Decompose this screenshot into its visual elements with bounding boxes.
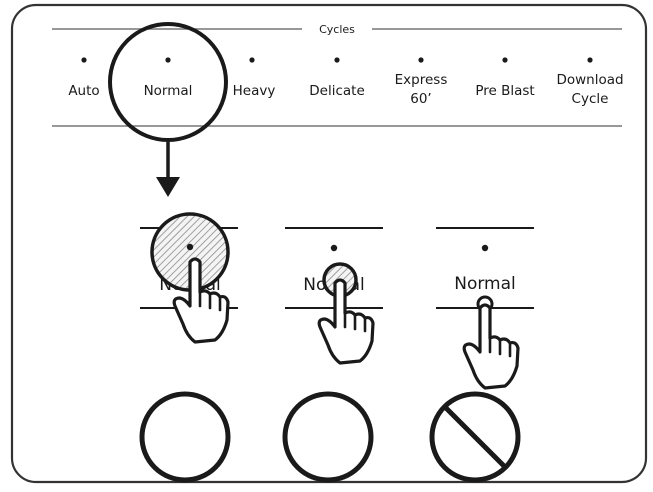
cycle-indicator-dot — [165, 57, 171, 63]
cycle-indicator-dot — [186, 243, 194, 251]
cycle-indicator-dot — [587, 57, 593, 63]
down-arrow-icon — [156, 142, 180, 197]
press-example-1: Normal — [140, 212, 238, 344]
cycle-label: Heavy — [233, 83, 276, 99]
panel-title: Cycles — [319, 23, 355, 36]
cycle-express: Express 60’ — [395, 57, 448, 107]
cycle-indicator-dot — [502, 57, 508, 63]
cycle-label: Auto — [68, 83, 99, 99]
cycle-label: Pre Blast — [475, 83, 534, 99]
cycle-label: Normal — [144, 83, 193, 99]
cycle-auto: Auto — [68, 57, 100, 99]
cycle-pre-blast: Pre Blast — [475, 57, 535, 99]
button-label: Normal — [454, 274, 516, 294]
press-example-3: Normal — [436, 227, 534, 390]
cycle-label-line2: Cycle — [572, 91, 609, 107]
cycle-label: Download — [556, 72, 623, 88]
circle-ok-icon — [282, 391, 374, 483]
cycle-delicate: Delicate — [309, 57, 365, 99]
cycle-label-line2: 60’ — [410, 91, 431, 107]
highlight-circle — [108, 22, 228, 142]
control-panel: Cycles Auto Normal Heavy Delicate Expres… — [52, 22, 624, 142]
cycle-heavy: Heavy — [233, 57, 276, 99]
cycle-indicator-dot — [481, 244, 489, 252]
cycle-indicator-dot — [418, 57, 424, 63]
cycle-indicator-dot — [334, 57, 340, 63]
diagram-frame — [10, 3, 648, 484]
cycle-indicator-dot — [330, 244, 338, 252]
cycle-label: Express — [395, 72, 448, 88]
circle-ok-icon — [139, 391, 231, 483]
cycle-label: Delicate — [309, 83, 365, 99]
cycle-download: Download Cycle — [556, 57, 624, 107]
cycle-normal: Normal — [144, 57, 193, 99]
cycle-indicator-dot — [249, 57, 255, 63]
press-example-2: Normal — [285, 227, 383, 365]
prohibited-icon — [429, 391, 521, 483]
cycle-indicator-dot — [81, 57, 87, 63]
